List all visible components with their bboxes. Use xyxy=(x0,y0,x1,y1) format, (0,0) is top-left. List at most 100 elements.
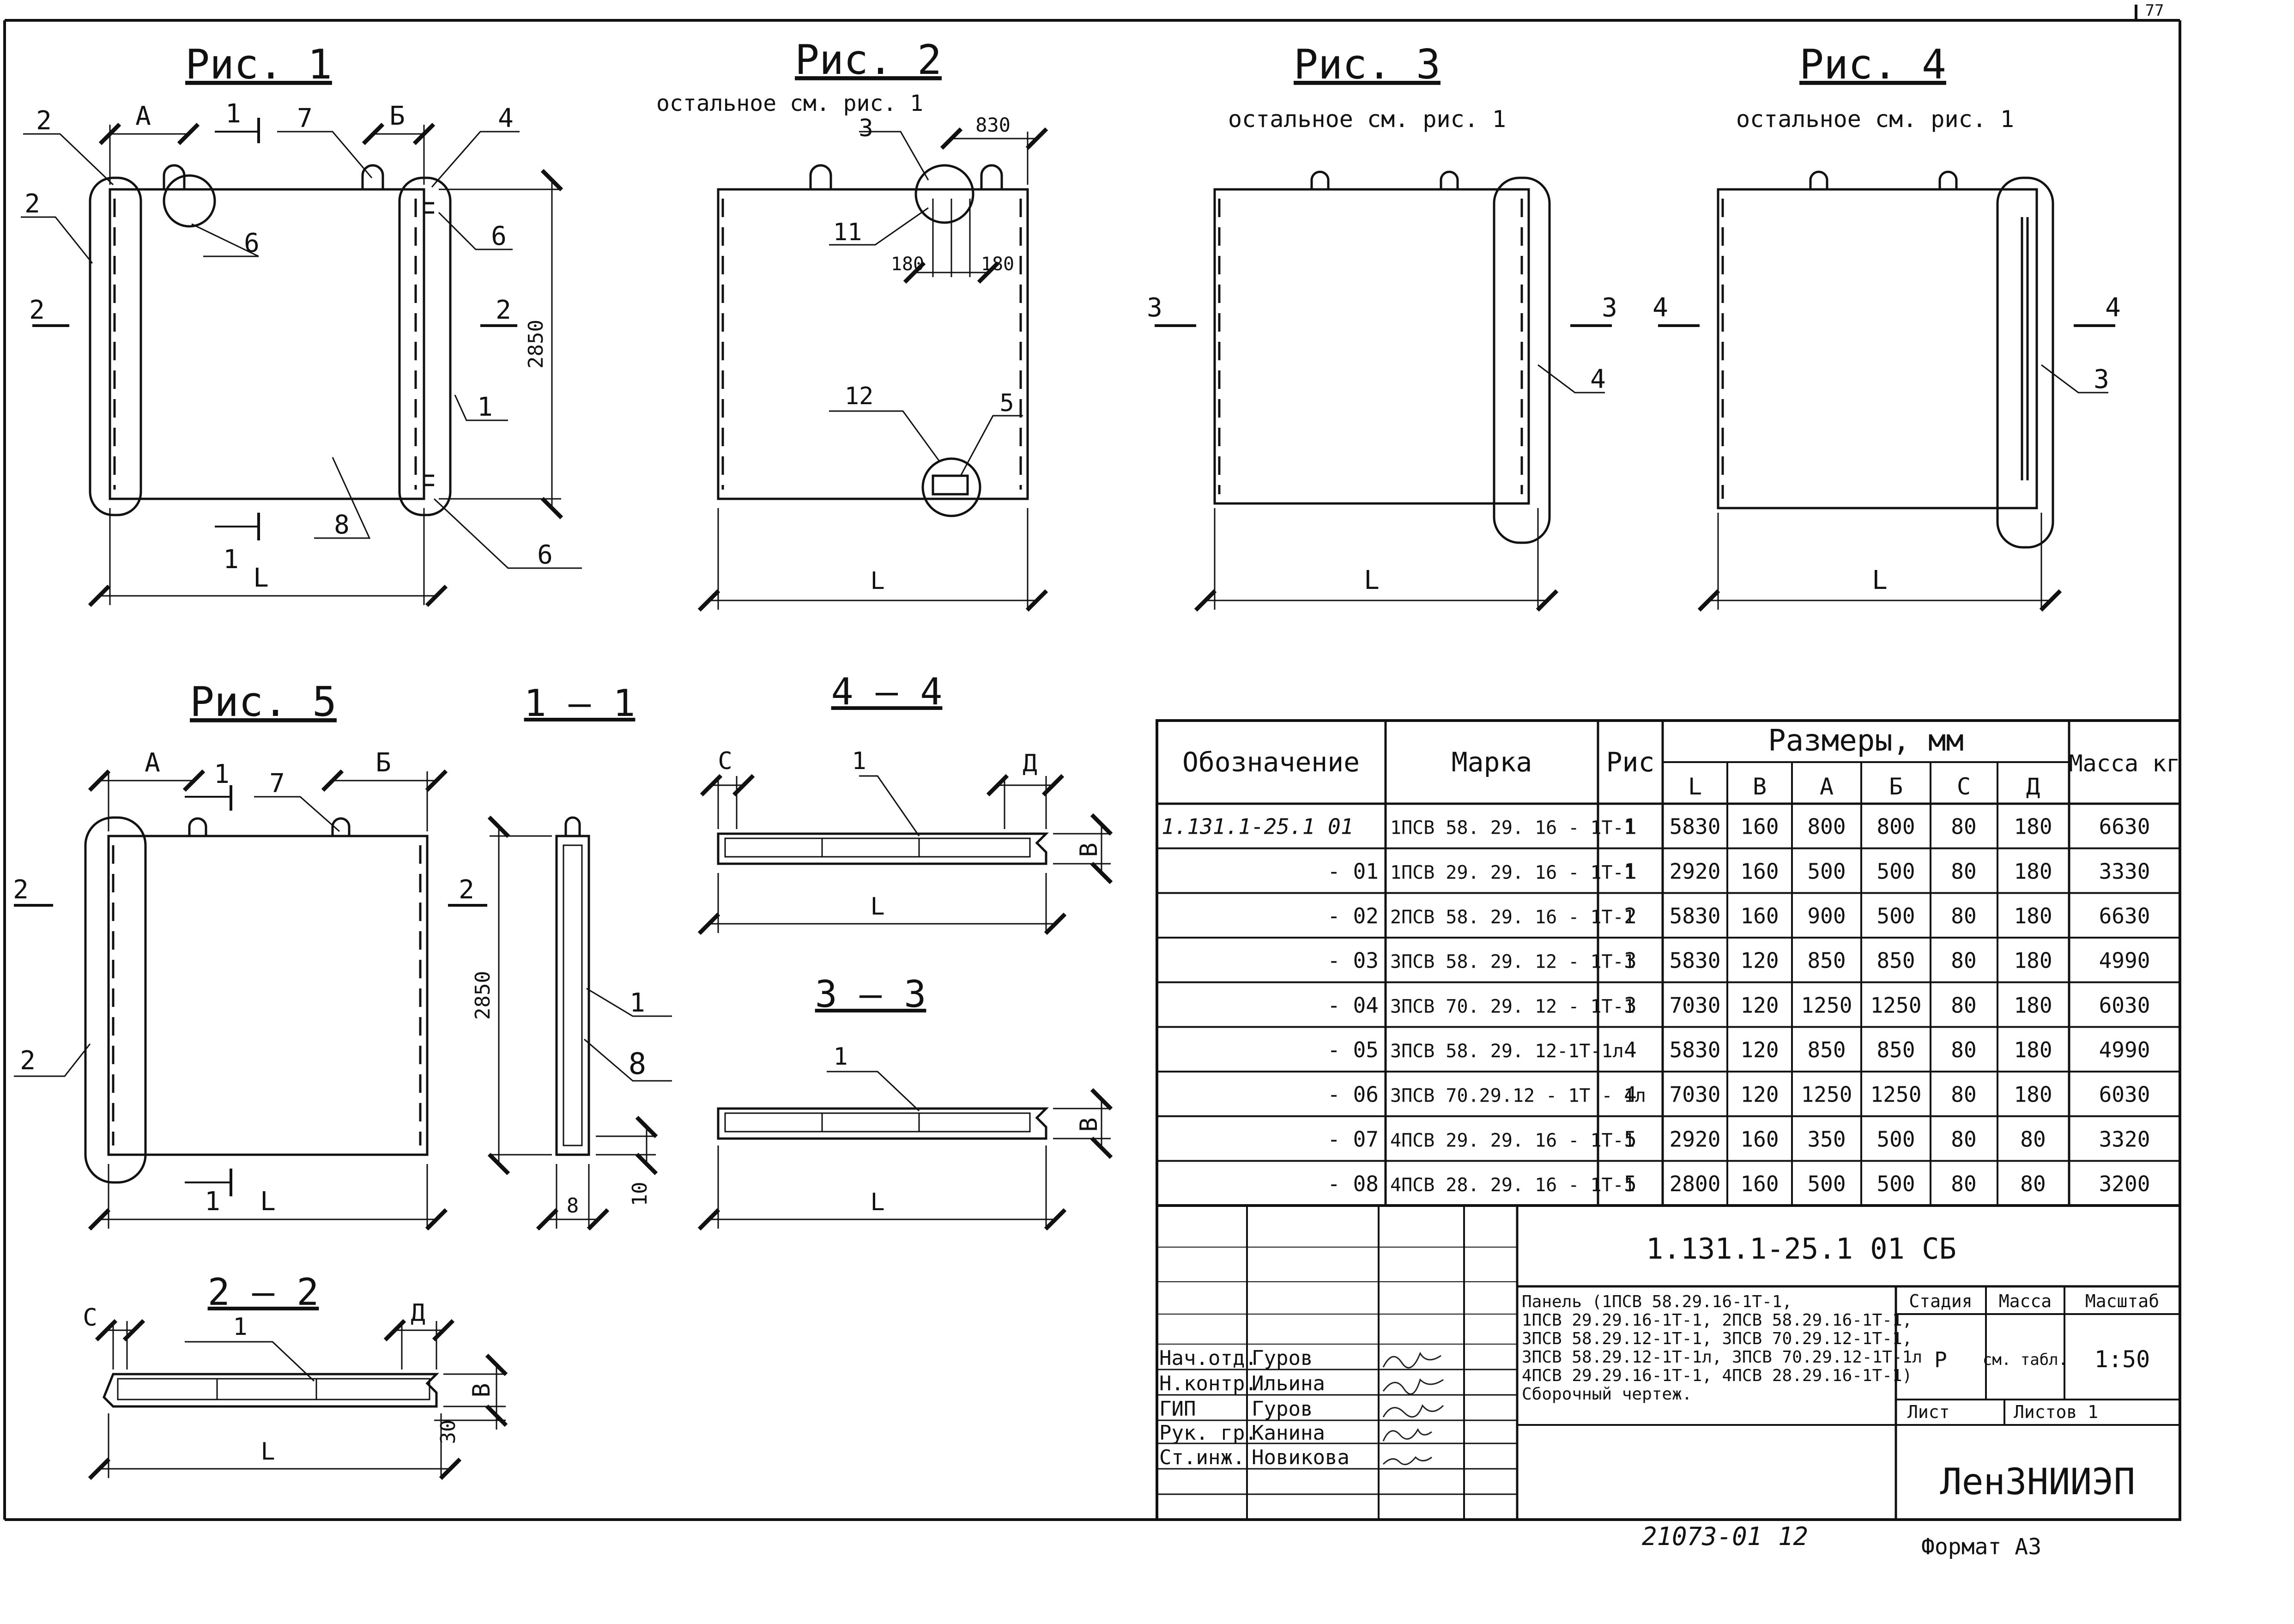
fig1-callout-2-side: 2 xyxy=(24,189,40,219)
sec11-dim-2850: 2850 xyxy=(471,971,495,1020)
sec33-callout-1: 1 xyxy=(833,1043,847,1071)
title-line: Панель (1ПСВ 58.29.16-1Т-1, xyxy=(1522,1292,1792,1311)
sheet-ref: 12 xyxy=(1778,1522,1808,1551)
row-fig: 3 xyxy=(1624,993,1637,1018)
row-mass: 6030 xyxy=(2099,1082,2150,1107)
row-dim-value: 120 xyxy=(1740,993,1779,1018)
fig1-callout-7: 7 xyxy=(297,103,313,133)
row-dim-value: 5830 xyxy=(1670,1037,1721,1062)
page-number: 77 xyxy=(2145,1,2164,20)
row-designation: - 04 xyxy=(1327,993,1379,1018)
row-dim-value: 160 xyxy=(1740,814,1779,839)
fig4-title: Рис. 4 xyxy=(1799,41,1946,88)
sec44-dim-s: С xyxy=(718,747,732,775)
row-dim-value: 80 xyxy=(1951,1171,1976,1196)
section-4-4-labels: 4 — 4 С Д В L 1 xyxy=(718,670,1103,921)
row-dim-value: 80 xyxy=(2020,1127,2046,1151)
row-dim-value: 120 xyxy=(1740,1082,1779,1107)
fig3-callout-4: 4 xyxy=(1590,364,1606,394)
fig5-section-2-right: 2 xyxy=(459,875,474,905)
header-sub-v: В xyxy=(1753,773,1767,800)
fig4-callout-3: 3 xyxy=(2094,364,2109,394)
section-3-3-labels: 3 — 3 В L 1 xyxy=(815,973,1103,1216)
fig4-section-4-right: 4 xyxy=(2105,293,2121,323)
sec33-dim-v: В xyxy=(1075,1117,1103,1132)
figure-3 xyxy=(1155,170,1612,612)
fig2-callout-12: 12 xyxy=(845,382,874,410)
row-fig: 5 xyxy=(1624,1127,1637,1151)
row-designation: - 08 xyxy=(1327,1171,1379,1196)
title-description: Панель (1ПСВ 58.29.16-1Т-1,1ПСВ 29.29.16… xyxy=(1522,1292,1922,1404)
header-sub-a: А xyxy=(1820,773,1834,800)
row-dim-value: 500 xyxy=(1876,903,1915,928)
fig1-callout-1-top: 1 xyxy=(225,99,241,129)
stamp-name-1: Гуров xyxy=(1252,1346,1313,1370)
doc-code: 1.131.1-25.1 01 СБ xyxy=(1646,1232,1956,1266)
fig1-dim-b: Б xyxy=(389,101,405,131)
row-mark: 2ПСВ 58. 29. 16 - 1Т-1 xyxy=(1390,907,1635,928)
fig3-section-3-left: 3 xyxy=(1147,293,1162,323)
header-dims: Размеры, мм xyxy=(1768,724,1964,758)
row-dim-value: 1250 xyxy=(1801,1082,1852,1107)
row-mark: 3ПСВ 58. 29. 12 - 1Т-1 xyxy=(1390,951,1635,973)
row-mark: 3ПСВ 70. 29. 12 - 1Т-1 xyxy=(1390,996,1635,1017)
row-dim-value: 180 xyxy=(2014,993,2052,1018)
row-dim-value: 80 xyxy=(1951,859,1976,884)
sec22-dim-v: В xyxy=(468,1383,496,1397)
row-dim-value: 900 xyxy=(1807,903,1846,928)
fig5-section-2-left: 2 xyxy=(13,875,29,905)
sec44-dim-l: L xyxy=(870,893,884,921)
fig1-callout-2-right: 2 xyxy=(496,295,511,325)
scale-label: Масштаб xyxy=(2085,1291,2159,1311)
sec22-dim-d: Д xyxy=(411,1299,425,1327)
sec22-dim-s: С xyxy=(83,1304,97,1332)
row-dim-value: 160 xyxy=(1740,1127,1779,1151)
row-dim-value: 180 xyxy=(2014,903,2052,928)
header-mass: Масса кг xyxy=(2069,750,2180,777)
row-dim-value: 80 xyxy=(1951,1127,1976,1151)
title-line: 4ПСВ 29.29.16-1Т-1, 4ПСВ 28.29.16-1Т-1) xyxy=(1522,1366,1912,1385)
row-mass: 6030 xyxy=(2099,993,2150,1018)
row-designation: - 07 xyxy=(1327,1127,1379,1151)
row-dim-value: 2920 xyxy=(1670,859,1721,884)
fig2-dim-180-left: 180 xyxy=(891,254,924,275)
fig1-callout-6-top: 6 xyxy=(244,228,260,258)
title-line: Сборочный чертеж. xyxy=(1522,1385,1692,1404)
sec11-dim-8: 8 xyxy=(567,1194,579,1218)
header-sub-s: С xyxy=(1957,773,1971,800)
sec44-callout-1: 1 xyxy=(852,747,866,775)
row-dim-value: 80 xyxy=(1951,814,1976,839)
header-fig: Рис xyxy=(1606,746,1655,778)
fig1-callout-1-bottom: 1 xyxy=(223,545,239,575)
sec44-title: 4 — 4 xyxy=(831,670,943,713)
header-sub-l: L xyxy=(1688,773,1702,800)
row-dim-value: 1250 xyxy=(1801,993,1852,1018)
header-sub-d: Д xyxy=(2026,773,2040,800)
row-dim-value: 1250 xyxy=(1870,993,1922,1018)
sec11-dim-10: 10 xyxy=(628,1182,652,1206)
row-dim-value: 180 xyxy=(2014,859,2052,884)
figure-1 xyxy=(21,118,582,607)
fig2-callout-3: 3 xyxy=(859,115,873,142)
sec22-dim-30: 30 xyxy=(436,1420,460,1444)
figure-2-labels: Рис. 2 остальное см. рис. 1 830 180 180 … xyxy=(656,36,1014,595)
row-dim-value: 500 xyxy=(1876,1171,1915,1196)
fig4-dim-l: L xyxy=(1872,565,1888,595)
fig3-note: остальное см. рис. 1 xyxy=(1228,106,1506,133)
sec33-dim-l: L xyxy=(870,1188,884,1216)
row-dim-value: 1250 xyxy=(1870,1082,1922,1107)
row-dim-value: 180 xyxy=(2014,1082,2052,1107)
row-dim-value: 7030 xyxy=(1670,1082,1721,1107)
fig4-note: остальное см. рис. 1 xyxy=(1736,106,2014,133)
stamp-name-3: Гуров xyxy=(1252,1397,1313,1421)
row-dim-value: 500 xyxy=(1876,1127,1915,1151)
row-dim-value: 350 xyxy=(1807,1127,1846,1151)
row-fig: 1 xyxy=(1624,859,1637,884)
figure-5-labels: Рис. 5 А Б L 1 7 1 2 2 2 xyxy=(13,678,474,1217)
row-dim-value: 7030 xyxy=(1670,993,1721,1018)
row-dim-value: 5830 xyxy=(1670,948,1721,973)
row-dim-value: 80 xyxy=(2020,1171,2046,1196)
row-fig: 5 xyxy=(1624,1171,1637,1196)
sec22-dim-l: L xyxy=(260,1438,275,1466)
row-dim-value: 120 xyxy=(1740,948,1779,973)
